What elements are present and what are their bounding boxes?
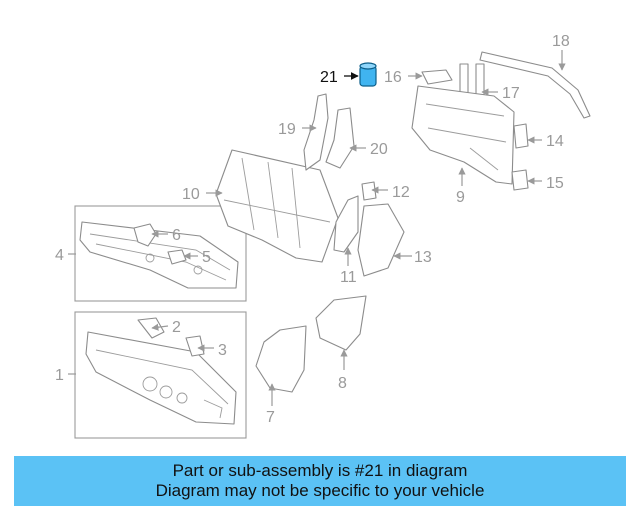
- parts-diagram: 1 2 3 4 5 6 7 8 9 10 11 12 13 14 15 16 1…: [55, 33, 591, 439]
- info-banner: Part or sub-assembly is #21 in diagram D…: [14, 456, 626, 506]
- part-14-bracket: [513, 123, 529, 149]
- callout-13: 13: [414, 249, 432, 266]
- part-18-bow: [479, 51, 591, 119]
- part-13-panel: [357, 203, 405, 277]
- part-8-panel: [315, 295, 367, 351]
- part-15-bracket: [511, 169, 529, 191]
- callout-18: 18: [552, 33, 570, 50]
- callout-5: 5: [202, 249, 211, 266]
- part-19-pillar: [303, 93, 329, 171]
- banner-line-2: Diagram may not be specific to your vehi…: [155, 481, 485, 500]
- banner-line-1: Part or sub-assembly is #21 in diagram: [172, 461, 468, 480]
- part-21-highlighted: [359, 62, 377, 87]
- callout-21: 21: [320, 69, 338, 86]
- group-box-1: [74, 311, 247, 439]
- callout-12: 12: [392, 184, 410, 201]
- callout-6: 6: [172, 227, 181, 244]
- part-4-panel: [79, 221, 239, 289]
- callout-19: 19: [278, 121, 296, 138]
- part-20-pillar: [325, 107, 355, 169]
- callout-15: 15: [546, 175, 564, 192]
- callout-1: 1: [55, 367, 64, 384]
- part-16-bracket: [421, 69, 453, 85]
- callout-8: 8: [338, 375, 347, 392]
- callout-9: 9: [456, 189, 465, 206]
- callout-17: 17: [502, 85, 520, 102]
- callout-7: 7: [266, 409, 275, 426]
- leader-2: [151, 323, 169, 331]
- callout-11: 11: [340, 269, 357, 286]
- part-5-clip: [167, 249, 187, 265]
- part-2-bracket: [137, 317, 165, 339]
- part-11-panel: [333, 195, 359, 253]
- callout-3: 3: [218, 342, 227, 359]
- callout-20: 20: [370, 141, 388, 158]
- part-6-bracket: [133, 223, 157, 247]
- part-1-panel: [85, 331, 237, 425]
- callout-2: 2: [172, 319, 181, 336]
- part-10-frame: [215, 149, 339, 263]
- callout-10: 10: [182, 186, 200, 203]
- part-9-panel: [411, 85, 515, 185]
- callout-16: 16: [384, 69, 402, 86]
- part-12-bracket: [361, 181, 377, 201]
- part-7-panel: [255, 325, 307, 393]
- callout-4: 4: [55, 247, 64, 264]
- callout-14: 14: [546, 133, 564, 150]
